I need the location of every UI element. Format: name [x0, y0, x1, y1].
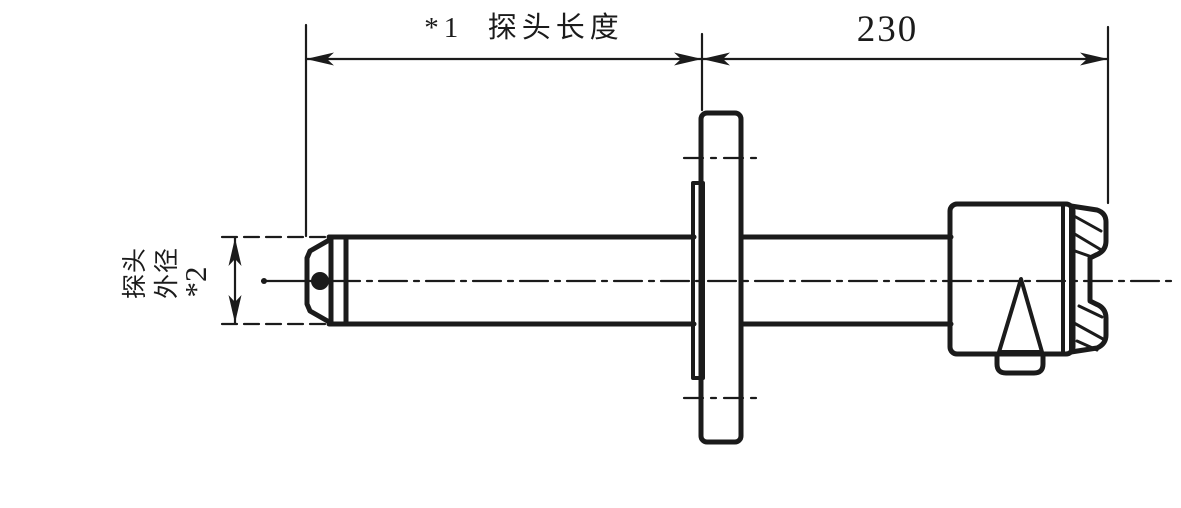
- arrow-left-230: [702, 52, 730, 66]
- knurl-line: [1073, 249, 1094, 259]
- dimension-230-label: 230: [856, 9, 919, 50]
- arrow-down-diameter: [228, 295, 242, 323]
- probe-outer-diameter-note: *2: [178, 266, 213, 298]
- connector-knurl-lines: [1071, 214, 1105, 352]
- probe-tip-face: [304, 236, 334, 326]
- arrow-right-probe-length: [674, 52, 702, 66]
- connector-group: [947, 201, 1109, 376]
- knurl-line: [1072, 321, 1105, 341]
- knurl-line: [1072, 214, 1103, 233]
- connector-bottom-tab: [994, 353, 1046, 376]
- arrow-left-probe-length: [306, 52, 334, 66]
- arrow-right-230: [1080, 52, 1108, 66]
- knurl-line: [1071, 231, 1105, 253]
- probe-tip-sensor-dot: [311, 272, 329, 290]
- knurl-line: [1077, 304, 1104, 319]
- knurl-line: [1075, 339, 1099, 352]
- od-label-line1: 探头: [122, 246, 149, 299]
- mounting-flange: [698, 110, 744, 445]
- dimension-arrowheads: [228, 52, 1108, 323]
- connector-cone-mark: [997, 277, 1044, 354]
- flange-group: [691, 110, 744, 445]
- probe-length-dimension-label: *1 探头长度: [424, 12, 624, 44]
- probe-tip-and-shaft: [304, 234, 954, 327]
- arrow-up-diameter: [228, 238, 242, 266]
- connector-nut-outline: [1068, 203, 1109, 355]
- centerline-start-dot: [261, 278, 267, 284]
